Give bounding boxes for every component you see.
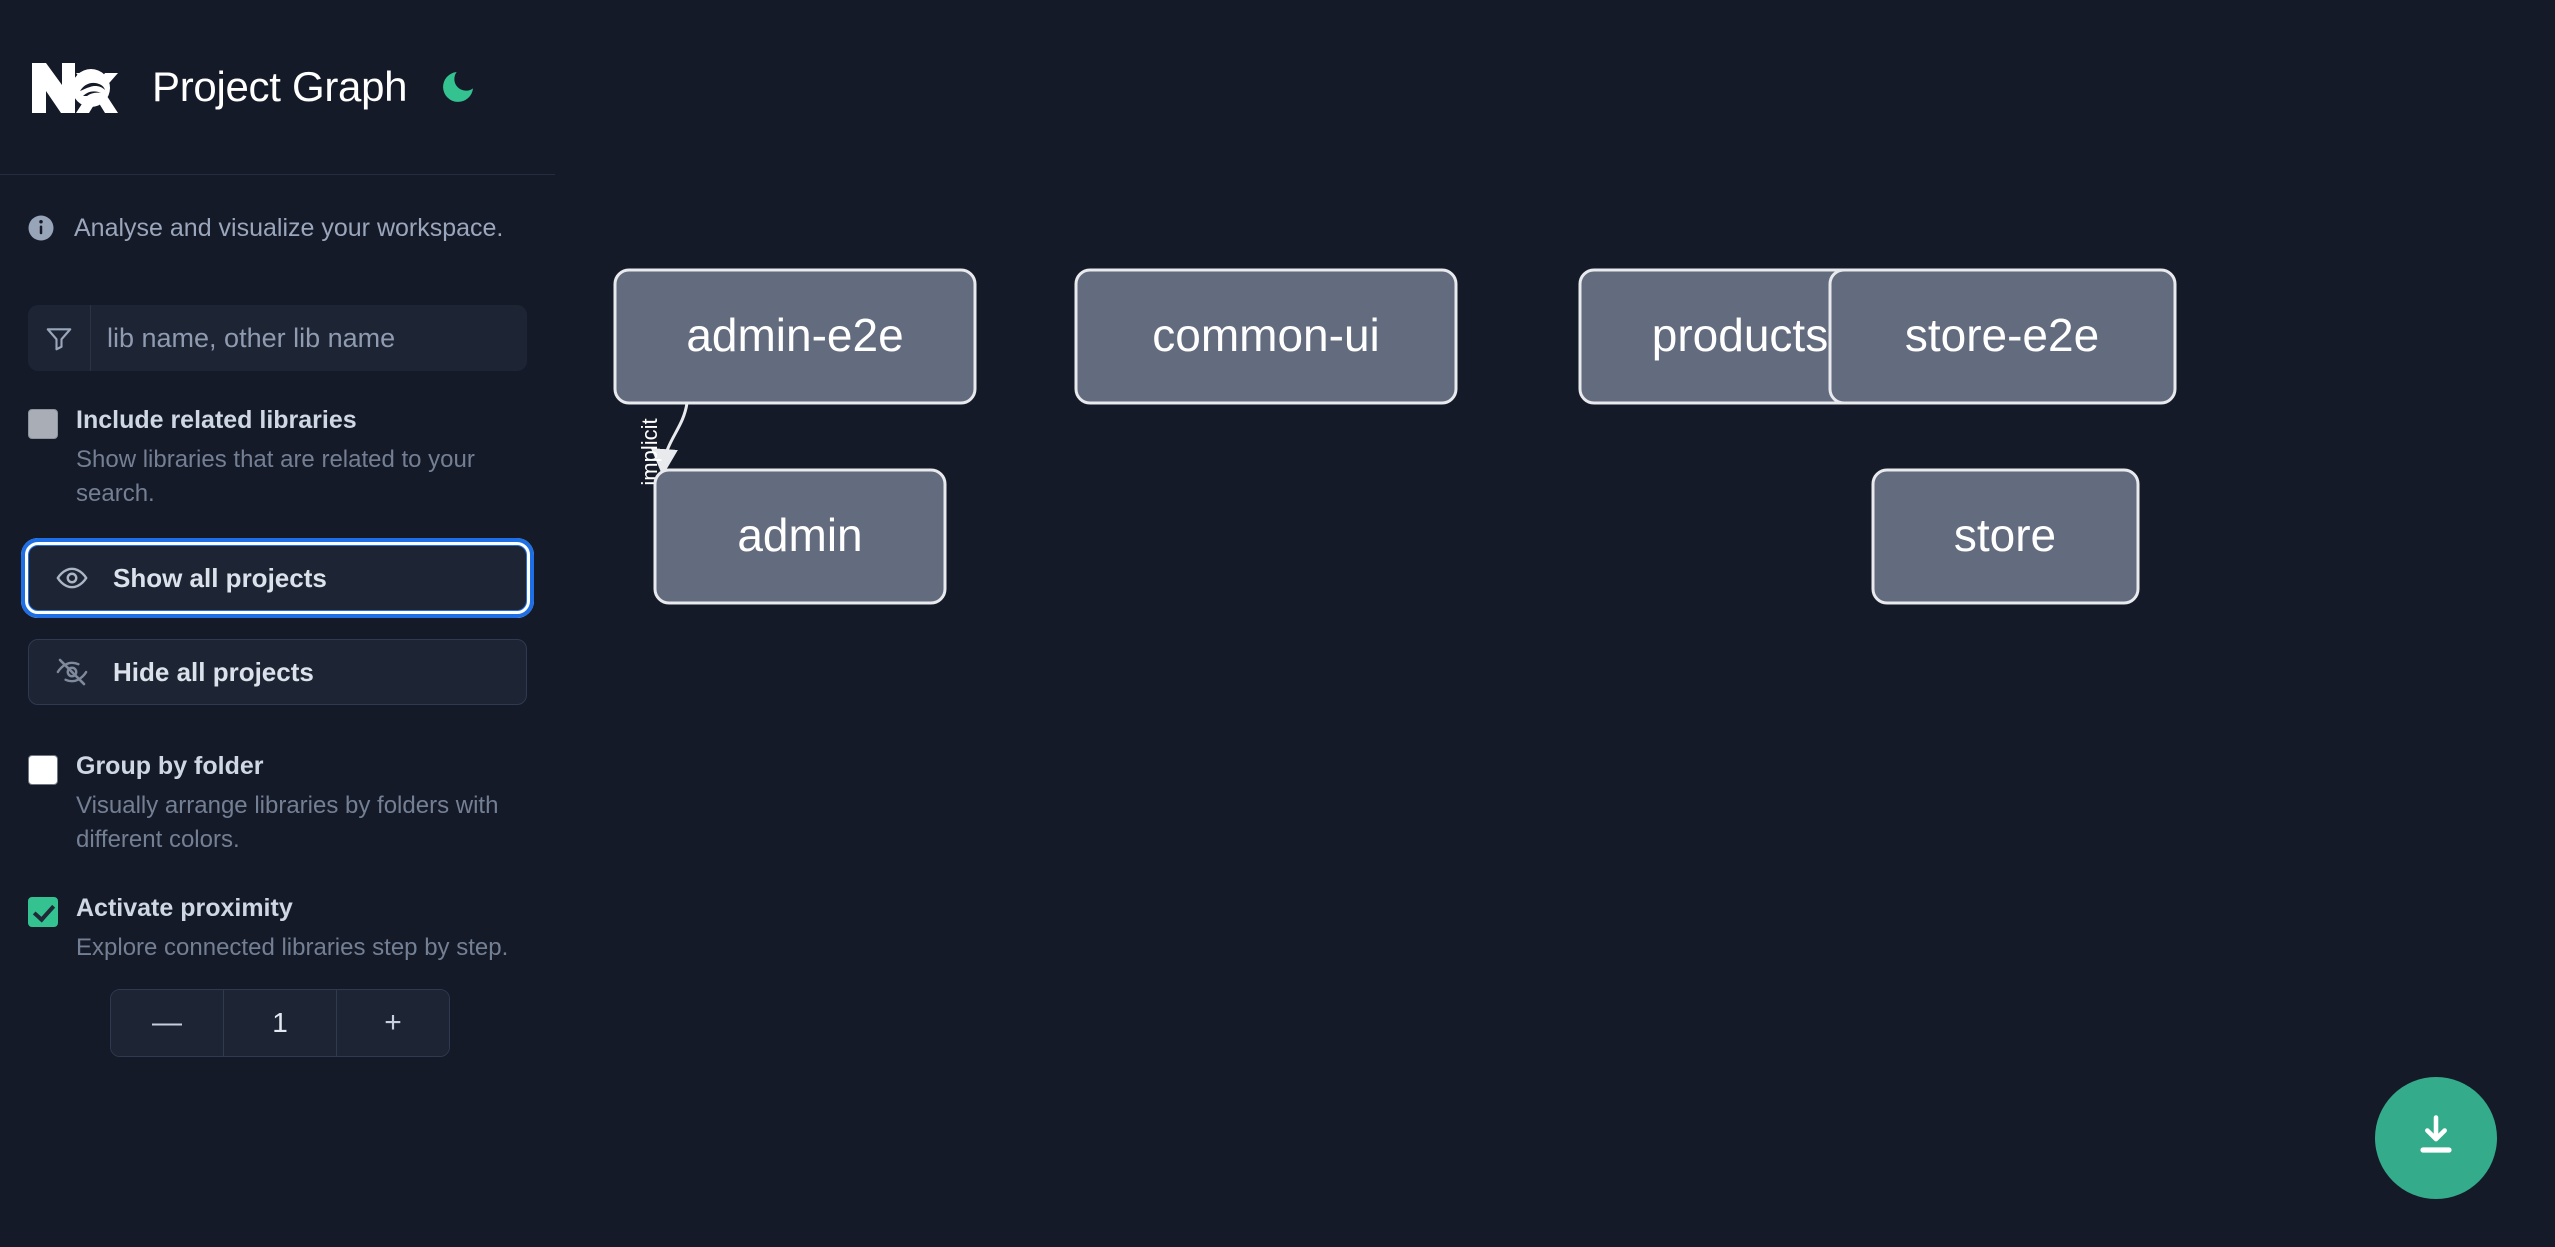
- eye-off-icon: [55, 655, 89, 689]
- search-input[interactable]: [91, 305, 527, 371]
- include-related-libraries-checkbox[interactable]: [28, 409, 58, 439]
- option-description: Explore connected libraries step by step…: [76, 934, 509, 962]
- tagline-text: Analyse and visualize your workspace.: [74, 213, 504, 242]
- node-label: store-e2e: [1905, 309, 2099, 361]
- option-description: Visually arrange libraries by folders wi…: [76, 792, 499, 854]
- hide-all-projects-button[interactable]: Hide all projects: [28, 639, 527, 706]
- node-label: common-ui: [1152, 309, 1380, 361]
- page-title: Project Graph: [152, 63, 408, 110]
- node-label: admin: [737, 509, 862, 561]
- graph-node-store-e2e[interactable]: store-e2e: [1828, 268, 2177, 405]
- option-description: Show libraries that are related to your …: [76, 446, 475, 508]
- node-label: products: [1652, 309, 1828, 361]
- option-group-by-folder[interactable]: Group by folder Visually arrange librari…: [28, 751, 527, 857]
- node-label: store: [1954, 509, 2056, 561]
- activate-proximity-checkbox[interactable]: [28, 897, 58, 928]
- option-activate-proximity[interactable]: Activate proximity Explore connected lib…: [28, 893, 527, 965]
- filter-search-box[interactable]: [28, 305, 527, 371]
- download-icon: [2410, 1111, 2462, 1166]
- option-title: Activate proximity: [76, 894, 293, 923]
- moon-icon[interactable]: [435, 64, 481, 110]
- node-label: admin-e2e: [686, 309, 903, 361]
- sidebar: Project Graph Analyse and visualize your…: [0, 0, 555, 1247]
- edge-admin-e2e-admin[interactable]: [650, 402, 689, 476]
- eye-icon: [55, 561, 89, 595]
- hide-all-projects-label: Hide all projects: [113, 656, 314, 687]
- graph-svg: implicit implicit admin-e2e common-ui pr…: [613, 268, 2177, 605]
- graph-node-admin[interactable]: admin: [653, 468, 947, 605]
- show-all-projects-label: Show all projects: [113, 562, 327, 593]
- download-button[interactable]: [2375, 1077, 2497, 1199]
- graph-node-products[interactable]: products: [1578, 268, 1902, 405]
- graph-node-store[interactable]: store: [1871, 468, 2140, 605]
- funnel-icon: [28, 305, 91, 371]
- option-title: Include related libraries: [76, 406, 357, 434]
- nx-logo-icon: [28, 57, 120, 117]
- option-include-related-libraries[interactable]: Include related libraries Show libraries…: [28, 405, 527, 511]
- option-title: Group by folder: [76, 752, 264, 781]
- info-icon: [26, 213, 56, 243]
- group-by-folder-checkbox[interactable]: [28, 755, 58, 786]
- tagline: Analyse and visualize your workspace.: [0, 175, 555, 243]
- graph-node-common-ui[interactable]: common-ui: [1074, 268, 1458, 405]
- show-all-projects-button[interactable]: Show all projects: [21, 538, 534, 619]
- proximity-increment-button[interactable]: +: [336, 990, 449, 1057]
- proximity-decrement-button[interactable]: —: [111, 990, 224, 1057]
- project-graph-canvas[interactable]: implicit implicit admin-e2e common-ui pr…: [555, 0, 2555, 1247]
- proximity-stepper[interactable]: — 1 +: [110, 989, 450, 1058]
- graph-node-admin-e2e[interactable]: admin-e2e: [613, 268, 977, 405]
- proximity-value: 1: [224, 990, 336, 1057]
- sidebar-header: Project Graph: [0, 0, 555, 175]
